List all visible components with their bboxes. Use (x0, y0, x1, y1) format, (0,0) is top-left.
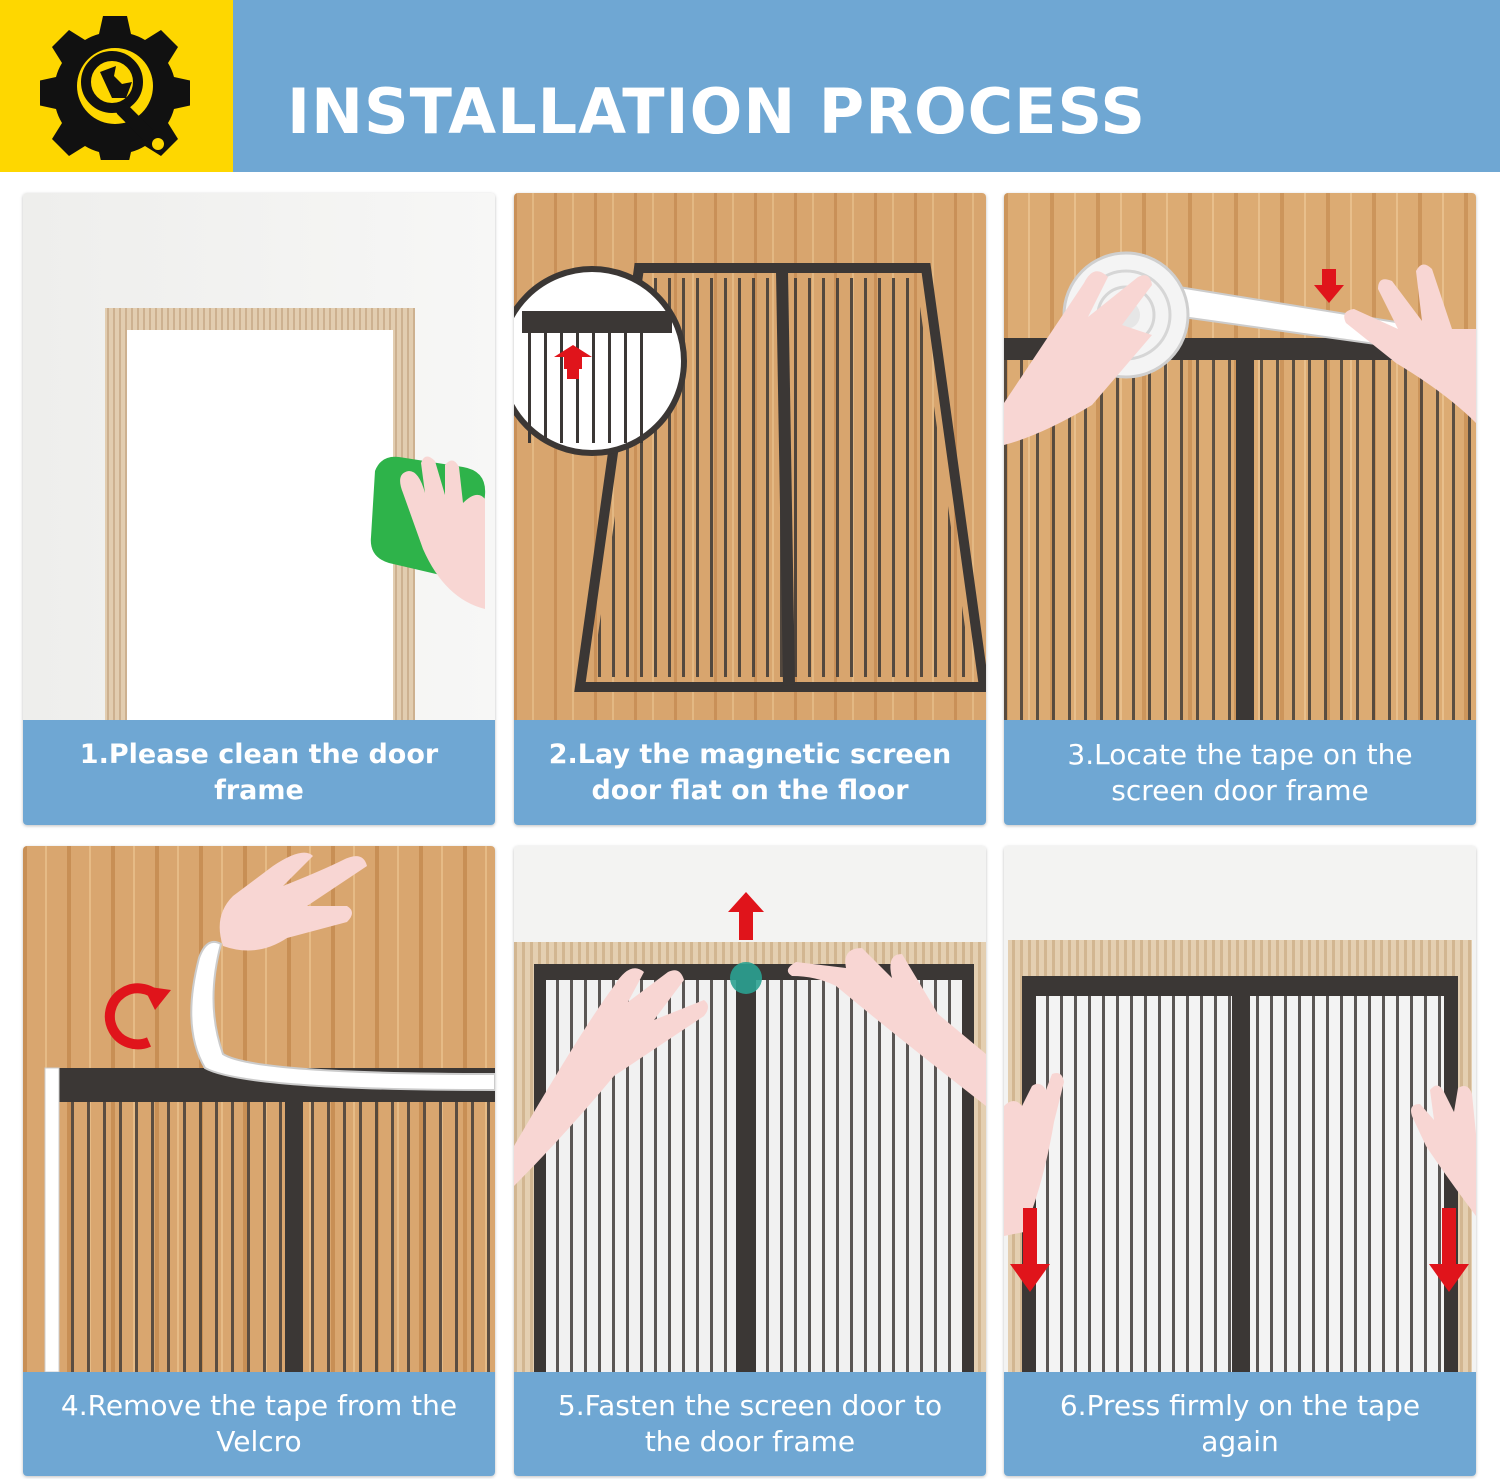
step-2-card: 2.Lay the magnetic screen door flat on t… (514, 193, 986, 825)
step-5-caption-text: 5.Fasten the screen door to the door fra… (557, 1389, 943, 1458)
step-4-caption-text: 4.Remove the tape from the Velcro (60, 1389, 458, 1458)
step-1-caption-text: 1.Please clean the door frame (79, 738, 439, 806)
page-title: INSTALLATION PROCESS (287, 75, 1147, 148)
step-4-caption: 4.Remove the tape from the Velcro (23, 1372, 495, 1476)
step-2-illustration (514, 193, 986, 720)
gear-wrench-icon (40, 16, 190, 160)
logo-box (0, 0, 233, 172)
step-5-caption: 5.Fasten the screen door to the door fra… (514, 1372, 986, 1476)
step-6-card: 6.Press firmly on the tape again (1004, 846, 1476, 1476)
step-5-card: 5.Fasten the screen door to the door fra… (514, 846, 986, 1476)
step-6-illustration (1004, 846, 1476, 1372)
step-2-caption-text: 2.Lay the magnetic screen door flat on t… (548, 738, 952, 806)
step-4-illustration (23, 846, 495, 1372)
step-5-illustration (514, 846, 986, 1372)
step-3-caption-text: 3.Locate the tape on the screen door fra… (1067, 737, 1413, 807)
step-2-caption: 2.Lay the magnetic screen door flat on t… (514, 720, 986, 825)
step-6-caption-text: 6.Press firmly on the tape again (1059, 1389, 1421, 1458)
step-4-card: 4.Remove the tape from the Velcro (23, 846, 495, 1476)
step-1-card: 1.Please clean the door frame (23, 193, 495, 825)
step-3-illustration (1004, 193, 1476, 720)
step-1-caption: 1.Please clean the door frame (23, 720, 495, 825)
step-6-caption: 6.Press firmly on the tape again (1004, 1372, 1476, 1476)
step-3-caption: 3.Locate the tape on the screen door fra… (1004, 720, 1476, 825)
header-banner: INSTALLATION PROCESS (0, 0, 1500, 172)
step-1-illustration (23, 193, 495, 720)
step-3-card: 3.Locate the tape on the screen door fra… (1004, 193, 1476, 825)
